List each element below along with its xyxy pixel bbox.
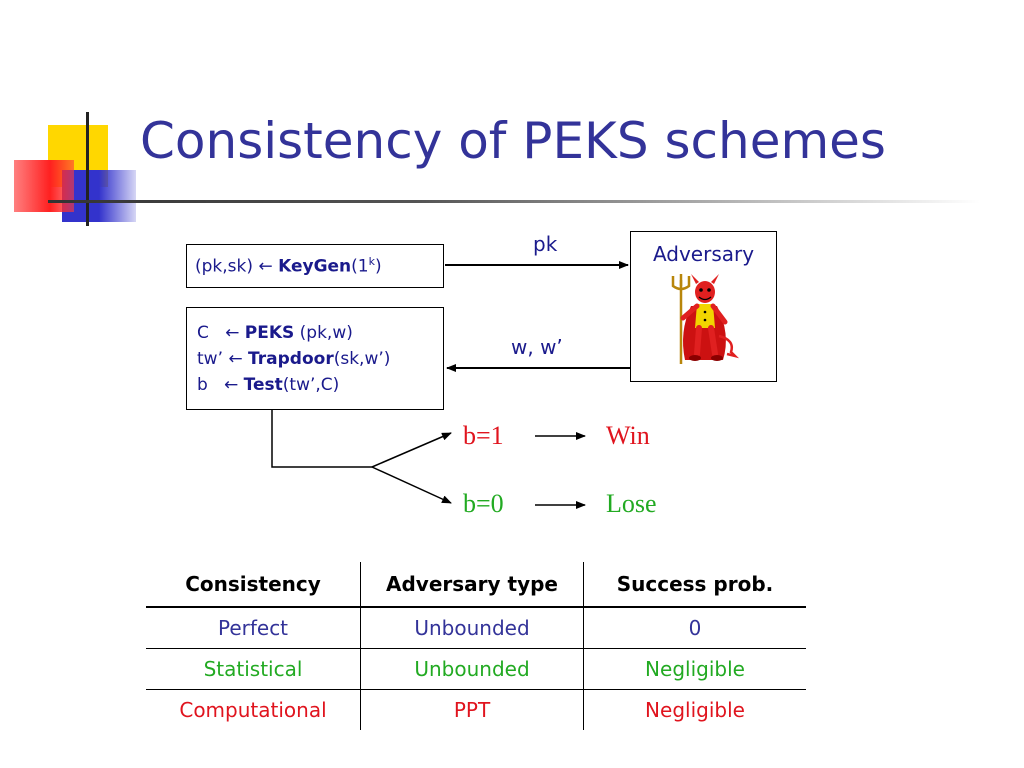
deco-blue-square — [62, 170, 136, 222]
trapdoor-row: tw’ ← Trapdoor(sk,w’) — [197, 349, 391, 369]
keygen-sup: k — [368, 255, 375, 268]
table-cell: Negligible — [645, 698, 745, 722]
table-row: Computational PPT Negligible — [146, 689, 806, 730]
table-cell: 0 — [583, 607, 806, 649]
table-cell: Unbounded — [360, 648, 584, 690]
trapdoor-fn: Trapdoor — [248, 349, 334, 369]
pk-label: pk — [533, 232, 558, 256]
keygen-fn: KeyGen — [278, 256, 352, 277]
branch-down-arrow — [371, 466, 452, 504]
branch-up-arrow — [371, 432, 452, 468]
deco-vertical-line — [86, 112, 89, 226]
table-cell: Unbounded — [360, 607, 584, 649]
header-adversary-type: Adversary type — [360, 562, 584, 608]
header-success-prob: Success prob. — [583, 562, 806, 608]
table-row: Statistical Unbounded Negligible — [146, 648, 806, 690]
keygen-args-close: ) — [374, 256, 382, 277]
keygen-arrow-glyph: ← — [258, 256, 273, 277]
keygen-lhs: (pk,sk) — [195, 256, 259, 277]
keygen-box: (pk,sk) ← KeyGen(1k) — [186, 244, 444, 288]
header-consistency: Consistency — [146, 562, 361, 608]
algorithms-box: C ← PEKS (pk,w) tw’ ← Trapdoor(sk,w’) b … — [186, 307, 444, 410]
b1-label: b=1 — [463, 421, 504, 450]
peks-row: C ← PEKS (pk,w) — [197, 323, 353, 343]
devil-icon — [671, 274, 739, 364]
table-row: Perfect Unbounded 0 — [146, 607, 806, 649]
lose-label: Lose — [606, 489, 657, 518]
table-cell: Computational — [146, 689, 361, 730]
table-cell: Statistical — [146, 648, 361, 690]
adversary-label: Adversary — [652, 242, 755, 266]
slide-title: Consistency of PEKS schemes — [140, 112, 886, 170]
table-header-row: Consistency Adversary type Success prob. — [146, 562, 806, 608]
output-connector — [271, 410, 372, 468]
win-label: Win — [606, 421, 650, 450]
test-fn: Test — [243, 375, 283, 395]
table-cell: Perfect — [146, 607, 361, 649]
table-cell: Negligible — [583, 648, 806, 690]
test-row: b ← Test(tw’,C) — [197, 375, 340, 395]
w-label: w, w’ — [511, 335, 563, 359]
deco-red-square — [14, 160, 74, 212]
table-cell: PPT — [360, 689, 584, 730]
keygen-args-open: (1 — [351, 256, 369, 277]
b0-label: b=0 — [463, 489, 504, 518]
consistency-table: Consistency Adversary type Success prob.… — [146, 562, 806, 730]
title-underline — [48, 200, 980, 203]
peks-fn: PEKS — [244, 323, 295, 343]
adversary-box: Adversary — [630, 231, 777, 382]
